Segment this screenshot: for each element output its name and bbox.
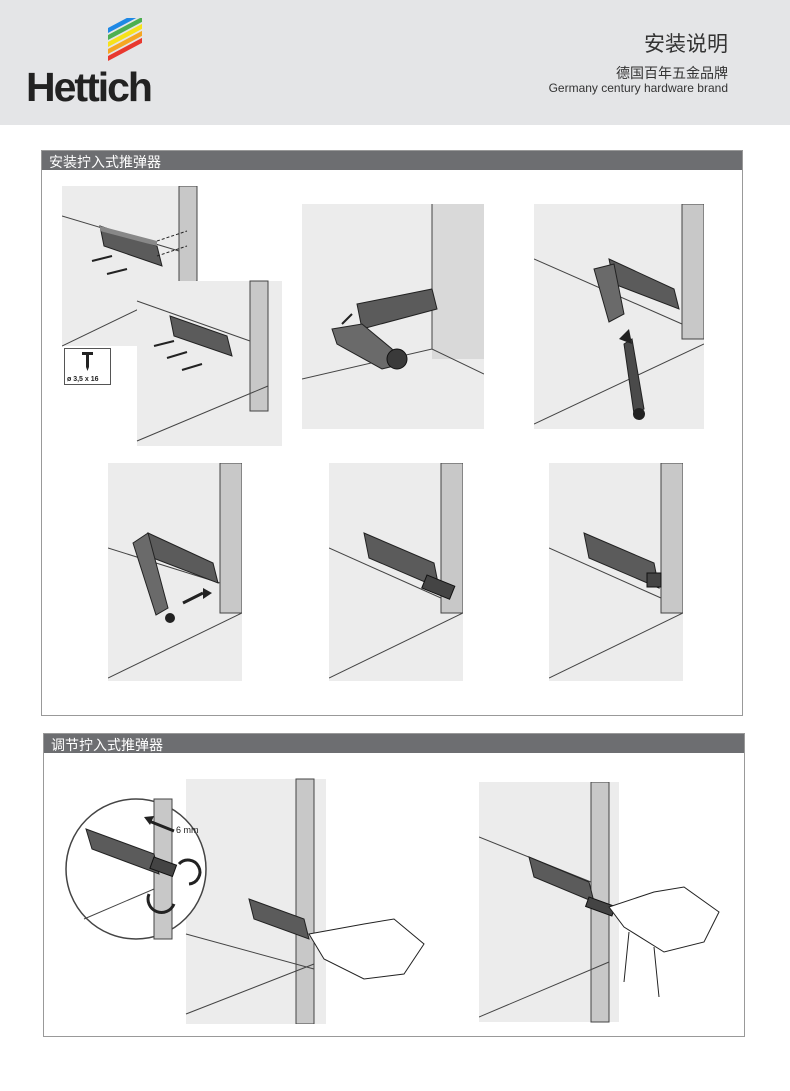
hettich-logo: Hettich <box>26 9 176 118</box>
screw-spec-badge: ø 3,5 x 16 <box>64 348 111 385</box>
gap-6mm-label: 6 mm <box>176 825 199 835</box>
page-title: 安装说明 <box>644 32 728 56</box>
screw-spec-label: ø 3,5 x 16 <box>67 376 99 383</box>
subtitle-chinese: 德国百年五金品牌 <box>616 66 728 82</box>
install-section: 安装拧入式推弹器 ø 3, <box>41 150 743 716</box>
adjust-section: 调节拧入式推弹器 6 mm <box>43 733 745 1037</box>
adjust-step-1-figure: 6 mm <box>64 769 434 1024</box>
page-header: Hettich 安装说明 德国百年五金品牌 Germany century ha… <box>0 0 790 125</box>
install-step-5-figure <box>329 463 463 681</box>
adjust-section-title: 调节拧入式推弹器 <box>51 738 163 754</box>
install-section-bar: 安装拧入式推弹器 <box>42 151 742 171</box>
install-section-title: 安装拧入式推弹器 <box>49 155 161 171</box>
adjust-section-bar: 调节拧入式推弹器 <box>44 734 744 754</box>
subtitle-english: Germany century hardware brand <box>548 81 728 95</box>
install-step-1-figure <box>62 186 282 446</box>
install-step-2-figure <box>302 204 484 429</box>
install-step-3-figure <box>534 204 704 429</box>
screw-icon <box>82 352 93 371</box>
brand-name: Hettich <box>26 64 153 110</box>
install-step-6-figure <box>549 463 683 681</box>
install-step-4-figure <box>108 463 242 681</box>
adjust-step-2-figure <box>479 782 729 1027</box>
